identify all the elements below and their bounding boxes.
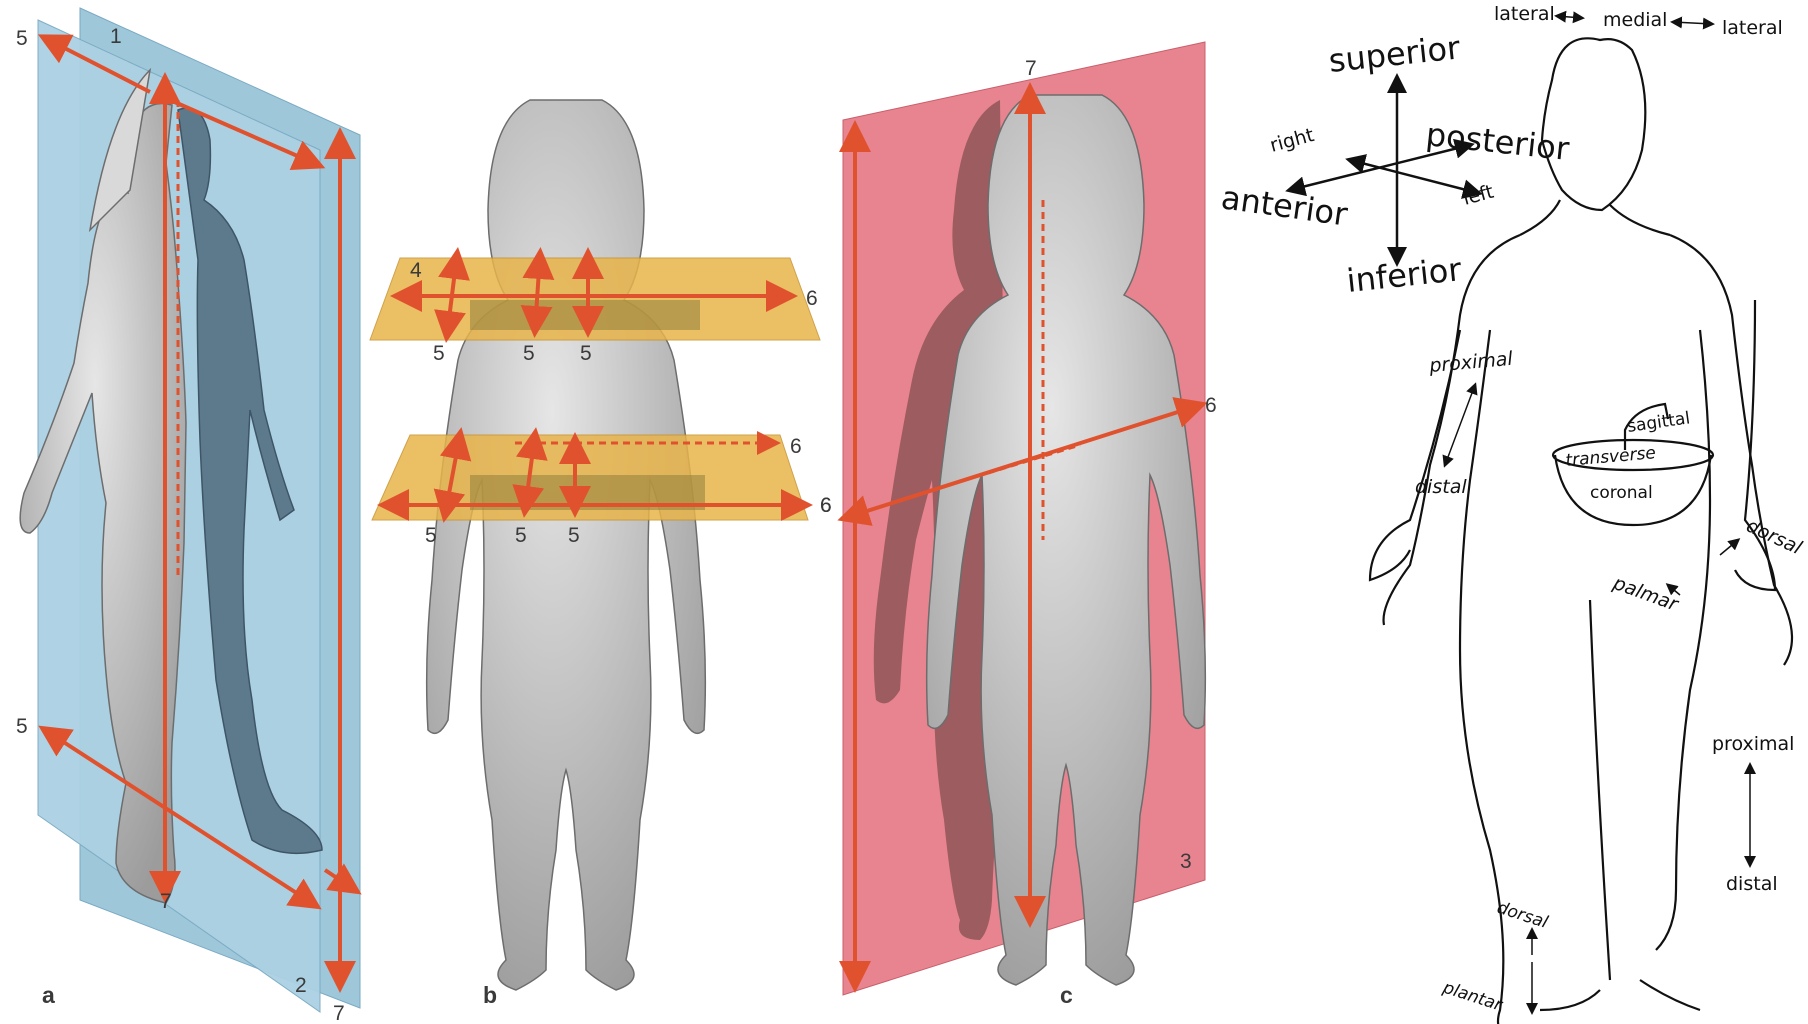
panel-a: 5 1 5 7 2 7 a (16, 7, 362, 1024)
label-b-5-l2: 5 (515, 524, 527, 547)
label-lateral-left: lateral (1494, 3, 1555, 25)
axis-right-left (1345, 154, 1483, 199)
label-b-6-lower-b: 6 (820, 494, 832, 517)
label-left: left (1461, 181, 1496, 210)
label-b-5-l1: 5 (425, 524, 437, 547)
panel-label-b: b (483, 982, 497, 1008)
label-b-6-upper: 6 (806, 287, 818, 310)
label-coronal: coronal (1590, 483, 1653, 503)
arrow-b-lower-v1 (433, 427, 472, 523)
label-superior: superior (1327, 28, 1463, 80)
label-a-7-inner: 7 (160, 890, 172, 913)
label-medial: medial (1603, 9, 1667, 31)
arrow-b-upper-v2 (520, 247, 555, 338)
label-lateral-right: lateral (1722, 17, 1783, 39)
label-a-1: 1 (110, 25, 122, 48)
label-distal-leg: distal (1726, 873, 1778, 895)
arrow-b-lower-v2 (512, 427, 548, 518)
label-b-5-u3: 5 (580, 342, 592, 365)
label-c-3: 3 (1180, 850, 1192, 873)
panel-c: 7 6 6 3 c (820, 41, 1217, 1008)
arrow-a-bottom (38, 725, 322, 910)
label-inferior: inferior (1345, 250, 1464, 300)
panel-label-c: c (1060, 982, 1073, 1008)
arrow-a-top-right (169, 98, 326, 170)
body-slice-upper (470, 300, 700, 330)
label-c-6: 6 (1205, 394, 1217, 417)
label-c-6-left: 6 (820, 494, 832, 517)
label-proximal-leg: proximal (1712, 733, 1794, 755)
panel-label-a: a (42, 982, 55, 1008)
label-plantar: plantar (1440, 977, 1506, 1015)
label-b-5-u1: 5 (433, 342, 445, 365)
label-right: right (1268, 124, 1317, 157)
label-distal-arm: distal (1415, 476, 1467, 498)
label-proximal-arm: proximal (1428, 348, 1515, 377)
arrow-a-bottom-outer (323, 863, 362, 895)
label-palmar: palmar (1609, 572, 1681, 616)
arrow-c-diagonal-dashed (964, 443, 1081, 482)
label-b-6-lower-a: 6 (790, 435, 802, 458)
label-b-5-l3: 5 (568, 524, 580, 547)
label-a-5-top: 5 (16, 27, 28, 50)
label-transverse: transverse (1565, 443, 1657, 471)
label-a-5-bottom: 5 (16, 715, 28, 738)
line-figure (1368, 37, 1794, 1024)
body-shadow-half (177, 107, 323, 855)
label-posterior: posterior (1424, 115, 1572, 168)
arrow-b-upper-v1 (434, 247, 470, 343)
label-a-2: 2 (295, 974, 307, 997)
label-a-7-outer: 7 (333, 1002, 345, 1024)
label-anterior: anterior (1219, 178, 1351, 233)
label-dorsal-hand: dorsal (1743, 515, 1806, 560)
body-figure-b (425, 99, 707, 991)
label-sagittal: sagittal (1626, 408, 1691, 437)
label-b-4: 4 (410, 259, 422, 282)
label-b-5-u2: 5 (523, 342, 535, 365)
label-c-7: 7 (1025, 57, 1037, 80)
panel-b: 4 6 5 5 5 6 6 5 5 5 b (369, 99, 832, 1008)
orientation-axes: superior inferior anterior posterior rig… (1219, 28, 1572, 300)
arrow-a-top-left (37, 34, 151, 94)
